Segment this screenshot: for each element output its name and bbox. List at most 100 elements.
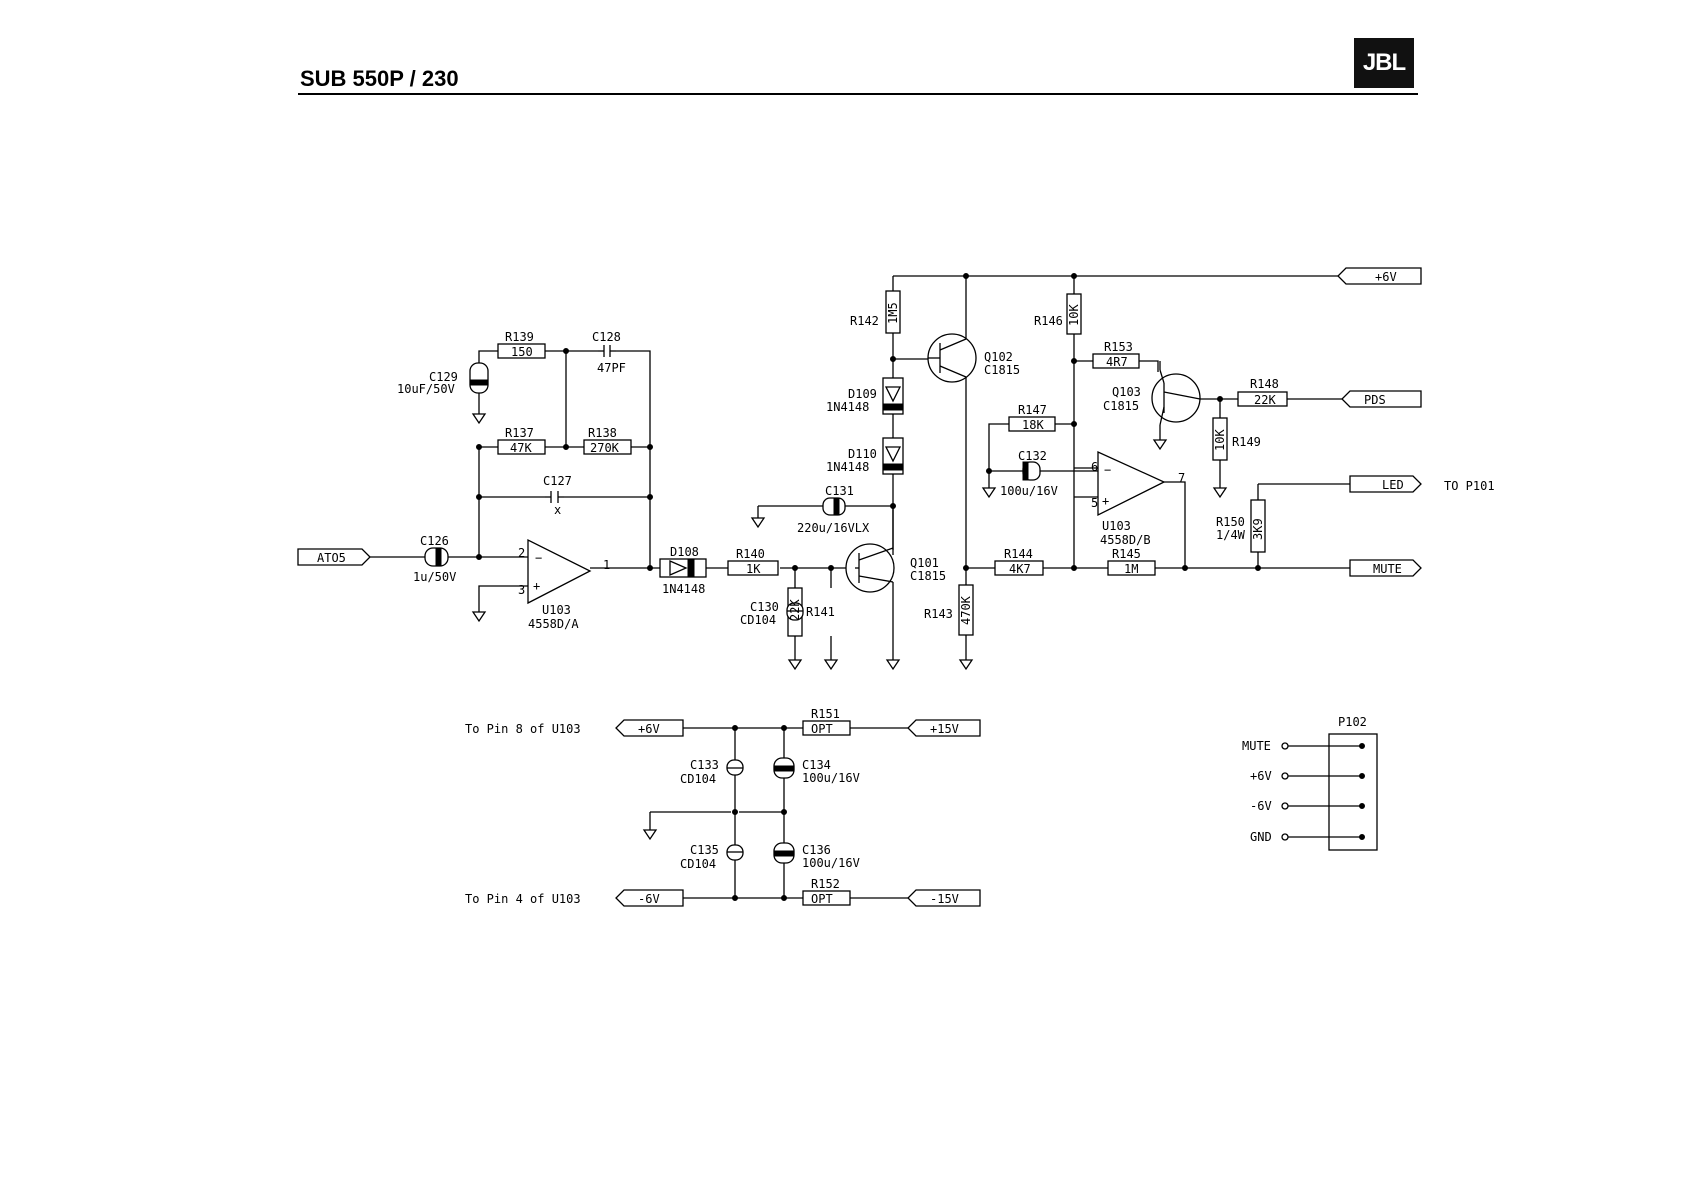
resistors [497, 290, 1288, 906]
svg-text:1M5: 1M5 [886, 302, 900, 324]
svg-text:D110: D110 [848, 447, 877, 461]
port-label-led: LED [1382, 478, 1404, 492]
svg-text:R145: R145 [1112, 547, 1141, 561]
svg-text:D109: D109 [848, 387, 877, 401]
svg-text:OPT: OPT [811, 722, 833, 736]
wires [370, 275, 1350, 899]
svg-text:R151: R151 [811, 707, 840, 721]
svg-text:C1815: C1815 [1103, 399, 1139, 413]
svg-text:GND: GND [1250, 830, 1272, 844]
svg-text:1M: 1M [1124, 562, 1138, 576]
opamps: − + − + [527, 450, 1166, 605]
svg-text:1N4148: 1N4148 [826, 460, 869, 474]
svg-text:3K9: 3K9 [1251, 518, 1265, 540]
svg-text:1u/50V: 1u/50V [413, 570, 456, 584]
svg-text:C134: C134 [802, 758, 831, 772]
svg-text:R139: R139 [505, 330, 534, 344]
svg-text:R141: R141 [806, 605, 835, 619]
port-label-p6v: +6V [638, 722, 660, 736]
header-rule [298, 93, 1418, 95]
svg-text:U103: U103 [1102, 519, 1131, 533]
svg-text:MUTE: MUTE [1242, 739, 1271, 753]
svg-text:4558D/A: 4558D/A [528, 617, 579, 631]
svg-text:D108: D108 [670, 545, 699, 559]
svg-text:C131: C131 [825, 484, 854, 498]
svg-text:10uF/50V: 10uF/50V [397, 382, 455, 396]
svg-text:−: − [1104, 463, 1111, 477]
svg-text:CD104: CD104 [740, 613, 776, 627]
svg-text:+: + [533, 579, 540, 593]
svg-text:1: 1 [603, 558, 610, 572]
svg-text:100u/16V: 100u/16V [802, 856, 860, 870]
svg-text:7: 7 [1178, 471, 1185, 485]
svg-text:C128: C128 [592, 330, 621, 344]
svg-text:C130: C130 [750, 600, 779, 614]
svg-text:C126: C126 [420, 534, 449, 548]
svg-text:C127: C127 [543, 474, 572, 488]
svg-text:R144: R144 [1004, 547, 1033, 561]
svg-text:+: + [1102, 494, 1109, 508]
svg-text:4558D/B: 4558D/B [1100, 533, 1151, 547]
svg-text:Q103: Q103 [1112, 385, 1141, 399]
svg-text:R142: R142 [850, 314, 879, 328]
svg-text:R138: R138 [588, 426, 617, 440]
svg-text:C133: C133 [690, 758, 719, 772]
svg-text:P102: P102 [1338, 715, 1367, 729]
svg-text:C1815: C1815 [984, 363, 1020, 377]
svg-text:-6V: -6V [1250, 799, 1272, 813]
svg-text:−: − [535, 551, 542, 565]
svg-text:+6V: +6V [1250, 769, 1272, 783]
svg-text:4K7: 4K7 [1009, 562, 1031, 576]
port-flags [297, 267, 1422, 907]
svg-text:R137: R137 [505, 426, 534, 440]
page-title: SUB 550P / 230 [300, 66, 459, 91]
svg-text:10K: 10K [1067, 304, 1081, 326]
svg-text:47K: 47K [510, 441, 532, 455]
svg-text:R146: R146 [1034, 314, 1063, 328]
svg-text:R152: R152 [811, 877, 840, 891]
svg-text:1/4W: 1/4W [1216, 528, 1246, 542]
svg-text:C132: C132 [1018, 449, 1047, 463]
rotated-values: 22K 1M5 470K 10K 10K 3K9 [788, 302, 1265, 625]
svg-text:CD104: CD104 [680, 857, 716, 871]
svg-text:R153: R153 [1104, 340, 1133, 354]
svg-text:R149: R149 [1232, 435, 1261, 449]
port-label-m15v: -15V [930, 892, 959, 906]
port-label-m6v: -6V [638, 892, 660, 906]
svg-text:C135: C135 [690, 843, 719, 857]
svg-text:470K: 470K [959, 595, 973, 625]
svg-text:1K: 1K [746, 562, 761, 576]
svg-text:100u/16V: 100u/16V [802, 771, 860, 785]
svg-text:U103: U103 [542, 603, 571, 617]
svg-text:Q101: Q101 [910, 556, 939, 570]
svg-text:18K: 18K [1022, 418, 1044, 432]
svg-text:R143: R143 [924, 607, 953, 621]
svg-text:R150: R150 [1216, 515, 1245, 529]
svg-text:270K: 270K [590, 441, 620, 455]
svg-text:1N4148: 1N4148 [826, 400, 869, 414]
svg-text:100u/16V: 100u/16V [1000, 484, 1058, 498]
diodes [659, 377, 904, 578]
svg-text:5: 5 [1091, 496, 1098, 510]
connector-p102 [1281, 733, 1378, 851]
junctions [476, 273, 1261, 901]
port-label-mute: MUTE [1373, 562, 1402, 576]
transistors [845, 333, 1201, 593]
svg-text:C136: C136 [802, 843, 831, 857]
port-label-6v: +6V [1375, 270, 1397, 284]
ground-symbols [471, 413, 1228, 841]
to-pin4-label: To Pin 4 of U103 [465, 892, 581, 906]
svg-text:R140: R140 [736, 547, 765, 561]
svg-text:x: x [554, 503, 561, 517]
svg-text:22K: 22K [1254, 393, 1276, 407]
svg-text:1N4148: 1N4148 [662, 582, 705, 596]
svg-text:OPT: OPT [811, 892, 833, 906]
to-pin8-label: To Pin 8 of U103 [465, 722, 581, 736]
port-label-pds: PDS [1364, 393, 1386, 407]
port-label-p15v: +15V [930, 722, 959, 736]
svg-text:150: 150 [511, 345, 533, 359]
svg-text:3: 3 [518, 583, 525, 597]
svg-text:2: 2 [518, 546, 525, 560]
svg-text:22K: 22K [788, 599, 802, 621]
